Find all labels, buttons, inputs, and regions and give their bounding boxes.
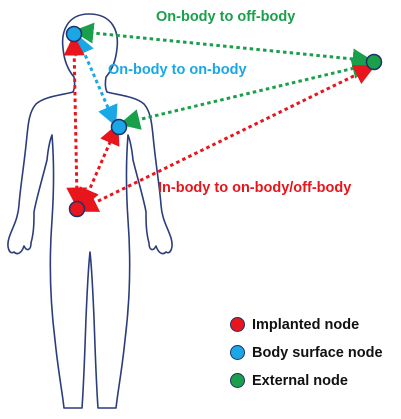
external-node: [367, 55, 382, 70]
label-on-body-to-on-body: On-body to on-body: [108, 63, 247, 78]
surface-node-head: [67, 27, 82, 42]
legend-label: External node: [252, 373, 348, 389]
label-in-body-to-on-off-body: In-body to on-body/off-body: [158, 181, 351, 196]
label-on-body-to-off-body: On-body to off-body: [156, 10, 295, 25]
surface-node-chest: [112, 120, 127, 135]
implanted-node: [70, 202, 85, 217]
surface-node-swatch: [230, 345, 245, 360]
external-node-swatch: [230, 373, 245, 388]
implanted-node-swatch: [230, 317, 245, 332]
link-on-to-on: [80, 43, 112, 117]
legend-label: Body surface node: [252, 345, 383, 361]
legend-label: Implanted node: [252, 317, 359, 333]
